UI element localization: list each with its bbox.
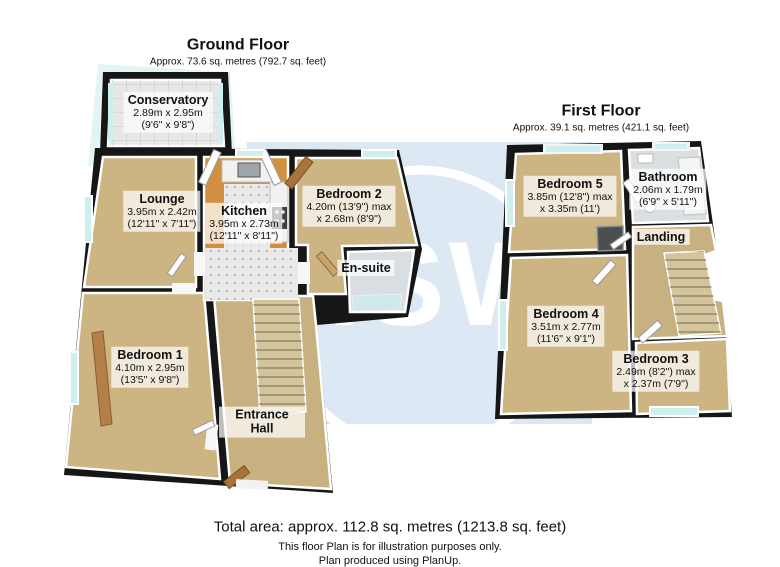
- room-label-bedroom-4: Bedroom 4 3.51m x 2.77m (11'6" x 9'1"): [527, 305, 605, 347]
- ground-floor-title: Ground Floor Approx. 73.6 sq. metres (79…: [150, 37, 326, 68]
- bedroom1-wardrobe: [91, 330, 113, 427]
- ensuite-door: [315, 250, 340, 277]
- room-label-bathroom: Bathroom 2.06m x 1.79m (6'9" x 5'11"): [629, 168, 707, 210]
- doorway-lounge-kitchen: [194, 252, 205, 276]
- bedroom4-door: [591, 259, 617, 287]
- landing-stairs-treads: [664, 251, 721, 336]
- kitchen-sink: [237, 162, 261, 178]
- bedroom2-window: [361, 149, 397, 159]
- doorway-bedroom1-hall: [204, 423, 219, 451]
- door-leaf: [166, 252, 187, 278]
- bedroom4-window: [498, 299, 508, 351]
- room-label-bedroom-1: Bedroom 1 4.10m x 2.95m (13'5" x 9'8"): [111, 346, 189, 388]
- bedroom5-side-window: [505, 179, 515, 227]
- kitchen-window: [235, 149, 265, 158]
- ground-floor-title-text: Ground Floor: [186, 36, 290, 54]
- first-floor-title: First Floor Approx. 39.1 sq. metres (421…: [513, 103, 689, 134]
- ground-floor-subtitle: Approx. 73.6 sq. metres (792.7 sq. feet): [149, 56, 327, 68]
- bathroom-window: [655, 144, 687, 149]
- bedroom5-door: [609, 231, 633, 251]
- room-label-kitchen: Kitchen 3.95m x 2.73m (12'11" x 8'11"): [205, 202, 283, 244]
- room-label-conservatory: Conservatory 2.89m x 2.95m (9'6" x 9'8"): [123, 91, 213, 133]
- room-label-bedroom-2: Bedroom 2 4.20m (13'9") max x 2.68m (8'9…: [302, 185, 396, 227]
- front-door-threshold: [235, 479, 269, 490]
- bedroom5-window: [546, 146, 600, 152]
- room-label-en-suite: En-suite: [337, 259, 395, 277]
- conservatory-french-door-left: [197, 148, 222, 187]
- room-label-landing: Landing: [632, 228, 690, 246]
- room-label-lounge: Lounge 3.95m x 2.42m (12'11" x 7'11"): [123, 190, 201, 232]
- ensuite-shower: [351, 293, 403, 312]
- lounge-window: [83, 195, 93, 243]
- total-area-text: Total area: approx. 112.8 sq. metres (12…: [213, 518, 567, 536]
- bedroom2-door: [284, 155, 314, 190]
- first-floor-title-text: First Floor: [561, 102, 641, 120]
- room-label-entrance-hall: Entrance Hall: [219, 406, 305, 438]
- conservatory-side-glass: [218, 83, 223, 141]
- doorway-lounge-bedroom1: [172, 283, 196, 294]
- disclaimer-line-2: Plan produced using PlanUp.: [318, 555, 462, 567]
- ground-stairs-treads: [253, 299, 306, 416]
- basin: [637, 153, 654, 164]
- bedroom3-window: [649, 406, 699, 417]
- room-label-bedroom-3: Bedroom 3 2.49m (8'2") max x 2.37m (7'9"…: [612, 350, 700, 392]
- first-floor-subtitle: Approx. 39.1 sq. metres (421.1 sq. feet): [512, 122, 690, 134]
- disclaimer-line-1: This floor Plan is for illustration purp…: [278, 541, 502, 553]
- room-label-bedroom-5: Bedroom 5 3.85m (12'8") max x 3.35m (11'…: [523, 175, 617, 217]
- door-leaf: [191, 419, 216, 436]
- doorway-hall-bedroom2: [298, 262, 310, 284]
- conservatory-side-glass: [108, 83, 113, 141]
- bedroom1-window: [69, 351, 79, 405]
- bedroom3-door: [637, 319, 663, 344]
